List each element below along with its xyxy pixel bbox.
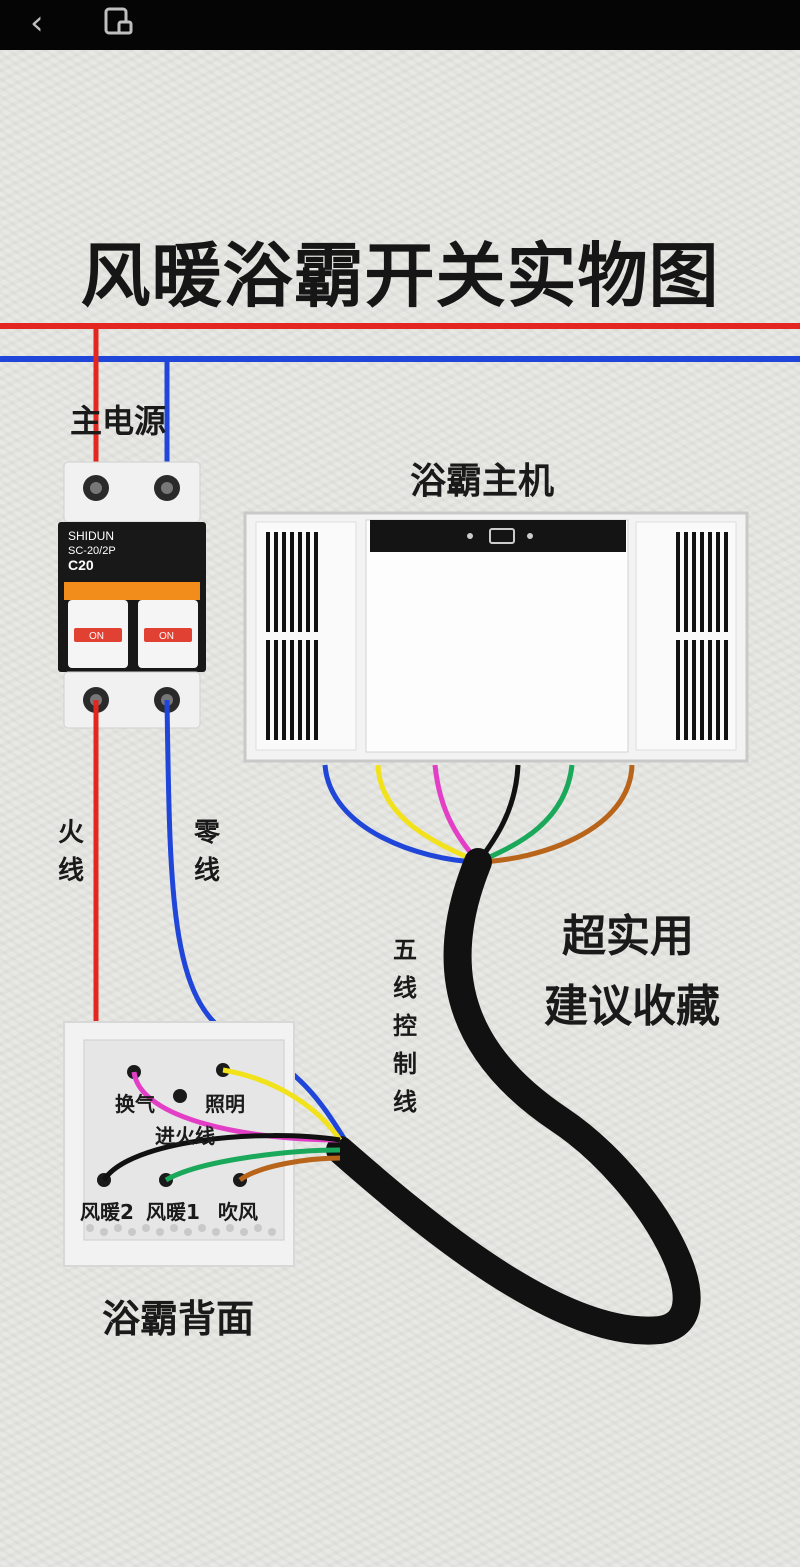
- switch-black-wire: [101, 1133, 341, 1182]
- switch-yellow-wire: [222, 1067, 343, 1142]
- page-title: 风暖浴霸开关实物图: [80, 235, 720, 317]
- five-wire-label-5: 线: [393, 1088, 417, 1116]
- live-wire-label-2: 线: [58, 856, 85, 886]
- breaker-model: SC-20/2P: [68, 545, 116, 557]
- five-wire-label-1: 五: [393, 936, 417, 964]
- switch-pink-wire: [131, 1071, 341, 1143]
- terminal-ventilation: 换气: [115, 1092, 155, 1116]
- bath-heater-unit: [243, 511, 749, 763]
- five-wire-label-2: 线: [393, 974, 417, 1002]
- neutral-wire-label-2: 线: [194, 856, 221, 886]
- promo-line-1: 超实用: [562, 911, 694, 962]
- host-blue-wire: [322, 764, 479, 865]
- breaker-brand: SHIDUN: [68, 529, 114, 543]
- switch-green-wire: [164, 1147, 341, 1183]
- host-label: 浴霸主机: [410, 461, 555, 502]
- terminal-live-in: 进火线: [155, 1124, 215, 1148]
- host-green-wire: [477, 764, 575, 865]
- terminal-lighting: 照明: [205, 1092, 245, 1116]
- switch-brown-wire: [238, 1155, 341, 1183]
- host-yellow-wire: [375, 764, 480, 865]
- breaker-on-left: ON: [89, 631, 104, 642]
- host-brown-wire: [477, 764, 635, 865]
- main-power-label: 主电源: [70, 402, 167, 440]
- live-wire-label-1: 火: [58, 818, 85, 848]
- circuit-breaker: SHIDUN SC-20/2P C20 ON ON: [58, 461, 206, 729]
- control-cable: [326, 848, 701, 1345]
- window-icon[interactable]: [104, 6, 134, 36]
- promo-line-2: 建议收藏: [544, 981, 720, 1032]
- terminal-heater-1: 风暖1: [146, 1200, 200, 1224]
- top-bar: ‹: [0, 0, 800, 50]
- neutral-wire-label-1: 零: [194, 818, 221, 848]
- five-wire-label-4: 制: [393, 1050, 417, 1078]
- back-panel-label: 浴霸背面: [102, 1297, 255, 1341]
- terminal-heater-2: 风暖2: [80, 1200, 134, 1224]
- switch-back-panel: [63, 1021, 295, 1267]
- breaker-rating: C20: [68, 557, 94, 573]
- textured-background: [0, 50, 800, 1567]
- five-wire-label-3: 控: [393, 1012, 417, 1040]
- back-arrow-icon[interactable]: ‹: [30, 3, 44, 43]
- breaker-on-right: ON: [159, 631, 174, 642]
- terminal-blow: 吹风: [218, 1200, 258, 1224]
